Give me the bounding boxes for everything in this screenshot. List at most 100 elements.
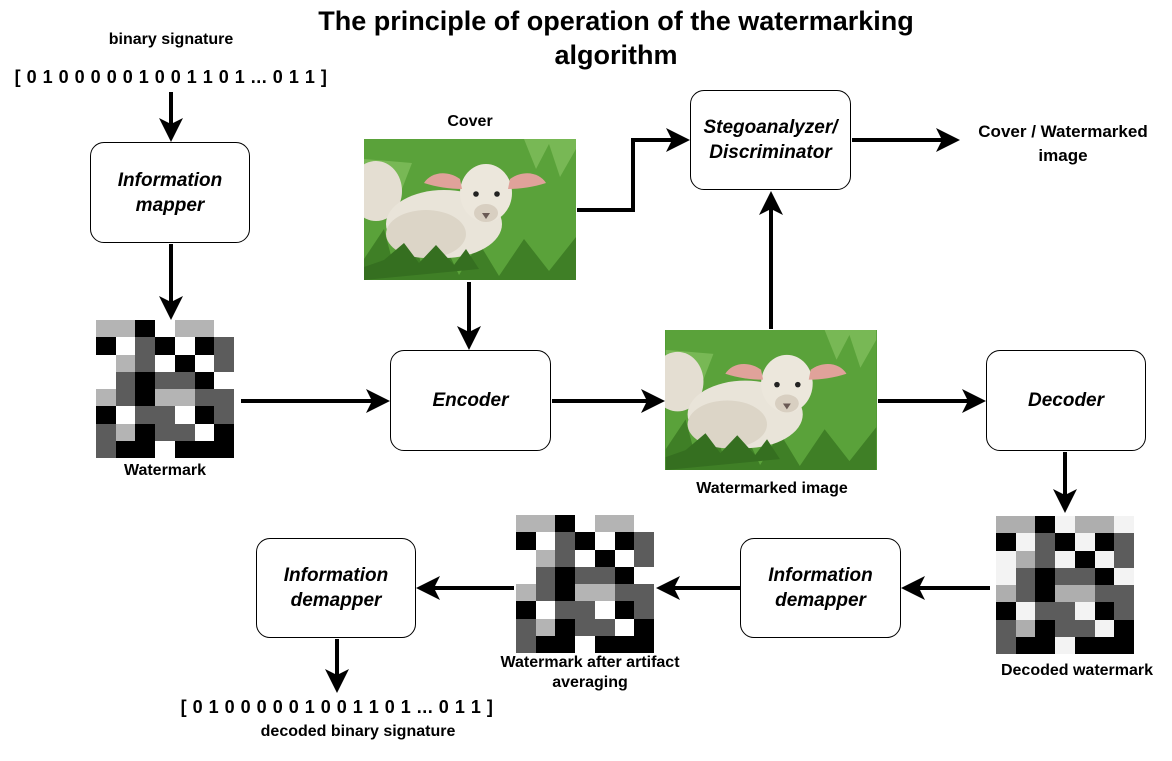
watermark-cell <box>614 566 635 584</box>
watermark-cell <box>174 389 195 407</box>
watermark-grid <box>96 320 234 458</box>
watermark-cell <box>535 601 556 619</box>
watermark-cell <box>135 337 156 355</box>
watermark-cell <box>115 320 136 338</box>
watermark-cell <box>516 549 536 567</box>
watermark-cell <box>555 549 576 567</box>
watermark-cell <box>516 601 536 619</box>
watermark-cell <box>155 440 175 458</box>
watermark-cell <box>614 618 635 636</box>
watermark-cell <box>996 516 1016 534</box>
watermark-cell <box>115 389 136 407</box>
watermark-cell <box>155 389 175 407</box>
watermark-cell <box>575 566 595 584</box>
watermark-cell <box>194 440 215 458</box>
watermark-cell <box>1055 585 1075 603</box>
watermark-cell <box>96 389 116 407</box>
watermark-cell <box>155 406 175 424</box>
averaged-watermark-grid <box>516 515 654 653</box>
watermark-cell <box>1114 550 1134 568</box>
watermark-cell <box>535 584 556 602</box>
watermark-cell <box>634 618 654 636</box>
discriminator-output-label: Cover / Watermarked image <box>978 122 1148 165</box>
watermark-cell <box>555 566 576 584</box>
decoder-box[interactable]: Decoder <box>986 350 1146 451</box>
decoded-binary-signature-label: decoded binary signature <box>260 723 456 740</box>
watermark-cell <box>996 619 1016 637</box>
watermark-cell <box>115 423 136 441</box>
watermark-cell <box>1094 636 1115 654</box>
watermark-cell <box>575 532 595 550</box>
information-demapper-right-label: Information demapper <box>768 565 873 611</box>
watermark-cell <box>575 549 595 567</box>
watermark-cell <box>634 584 654 602</box>
watermark-cell <box>1055 619 1075 637</box>
watermark-cell <box>96 371 116 389</box>
watermark-cell <box>1074 567 1095 585</box>
watermark-cell <box>194 354 215 372</box>
watermark-cell <box>1035 533 1056 551</box>
watermark-cell <box>96 423 116 441</box>
watermark-cell <box>135 389 156 407</box>
watermark-cell <box>1074 619 1095 637</box>
information-mapper-box[interactable]: Information mapper <box>90 142 250 243</box>
watermark-cell <box>1074 602 1095 620</box>
watermark-cell <box>575 635 595 653</box>
watermark-cell <box>214 371 234 389</box>
information-mapper-label: Information mapper <box>117 169 223 216</box>
watermark-cell <box>1094 619 1115 637</box>
watermark-cell <box>194 406 215 424</box>
watermark-cell <box>155 337 175 355</box>
watermark-cell <box>1055 636 1075 654</box>
watermark-cell <box>555 584 576 602</box>
watermark-cell <box>594 549 615 567</box>
arrow-cover-to-discriminator <box>577 128 690 212</box>
watermark-cell <box>575 515 595 533</box>
decoded-watermark-label: Decoded watermark <box>1000 662 1154 679</box>
watermark-cell <box>135 354 156 372</box>
watermark-cell <box>174 423 195 441</box>
watermarked-image <box>665 330 877 470</box>
watermark-cell <box>194 423 215 441</box>
watermark-cell <box>1015 533 1036 551</box>
watermark-cell <box>135 371 156 389</box>
watermark-cell <box>634 566 654 584</box>
watermark-cell <box>1114 636 1134 654</box>
information-demapper-left-box[interactable]: Information demapper <box>256 538 416 638</box>
watermark-cell <box>115 354 136 372</box>
watermark-cell <box>516 618 536 636</box>
watermark-cell <box>174 354 195 372</box>
watermark-cell <box>575 584 595 602</box>
watermark-cell <box>1114 567 1134 585</box>
information-demapper-right-box[interactable]: Information demapper <box>740 538 901 638</box>
watermark-cell <box>1035 636 1056 654</box>
watermark-cell <box>535 532 556 550</box>
signature-bits: [ 0 1 0 0 0 0 0 1 0 0 1 1 0 1 ... 0 1 1 … <box>14 67 328 87</box>
watermark-cell <box>194 389 215 407</box>
watermark-cell <box>594 566 615 584</box>
watermark-cell <box>594 515 615 533</box>
watermark-cell <box>1094 585 1115 603</box>
watermark-cell <box>996 567 1016 585</box>
decoded-signature-bits: [ 0 1 0 0 0 0 0 1 0 0 1 1 0 1 ... 0 1 1 … <box>180 697 494 717</box>
stegoanalyzer-box[interactable]: Stegoanalyzer/ Discriminator <box>690 90 851 190</box>
watermark-cell <box>1015 550 1036 568</box>
watermark-cell <box>516 635 536 653</box>
watermark-cell <box>996 550 1016 568</box>
decoded-watermark-grid <box>996 516 1134 654</box>
watermark-cell <box>575 618 595 636</box>
watermark-cell <box>1015 585 1036 603</box>
watermark-cell <box>1074 516 1095 534</box>
watermark-cell <box>1094 567 1115 585</box>
watermark-cell <box>594 532 615 550</box>
decoder-label: Decoder <box>1027 390 1105 411</box>
watermark-cell <box>535 618 556 636</box>
watermark-cell <box>535 635 556 653</box>
watermark-cell <box>1114 533 1134 551</box>
watermark-cell <box>1055 567 1075 585</box>
watermark-cell <box>1074 533 1095 551</box>
cover-image <box>364 139 576 280</box>
encoder-box[interactable]: Encoder <box>390 350 551 451</box>
